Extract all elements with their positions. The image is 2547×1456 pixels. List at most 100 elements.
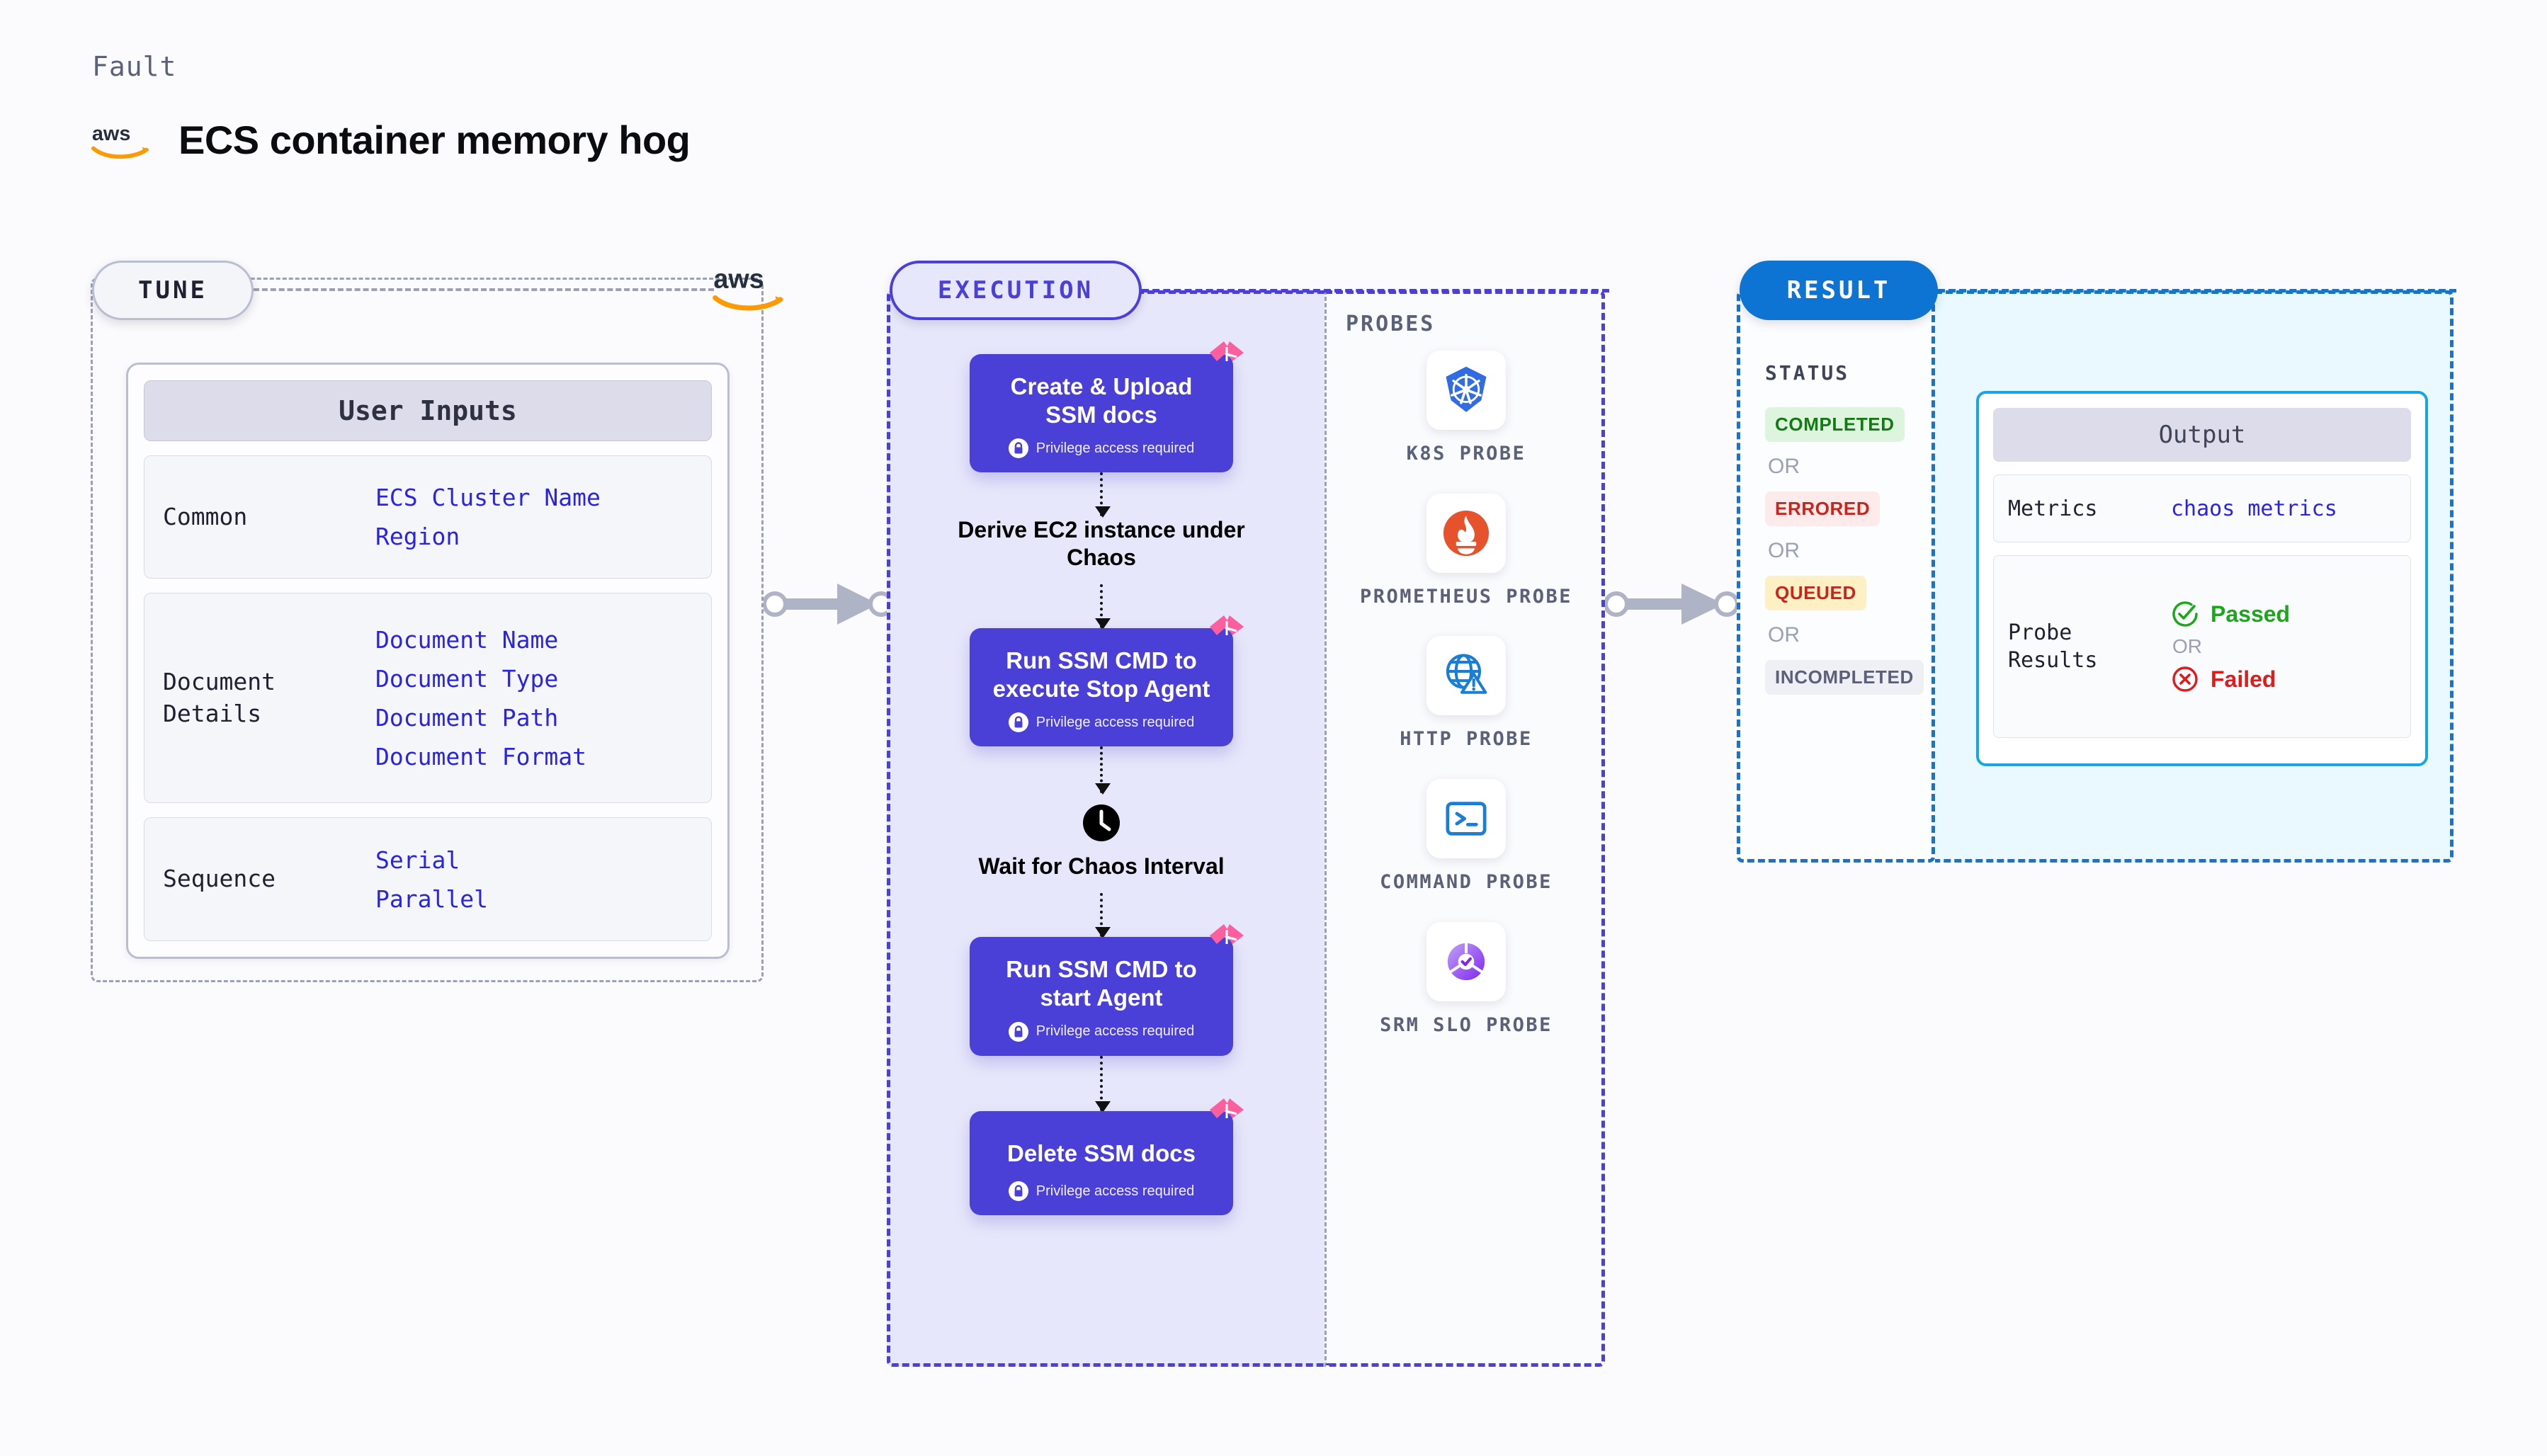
input-value[interactable]: Serial <box>375 846 460 874</box>
input-row-sequence: Sequence Serial Parallel <box>144 817 712 941</box>
probes-list: K8S PROBE PROMETHEUS PROBE <box>1346 351 1587 1037</box>
user-inputs-header: User Inputs <box>144 380 712 441</box>
output-row-metrics: Metrics chaos metrics <box>1993 474 2411 542</box>
input-value[interactable]: Document Format <box>375 742 587 770</box>
output-metrics-value[interactable]: chaos metrics <box>2171 496 2337 521</box>
flow-node-delete-ssm-docs[interactable]: Delete SSM docs Privilege access require… <box>970 1098 1244 1216</box>
tune-panel <box>91 278 764 982</box>
probe-label: PROMETHEUS PROBE <box>1359 585 1573 608</box>
srm-slo-icon <box>1426 921 1506 1001</box>
svg-text:aws: aws <box>713 263 764 293</box>
fault-flag-icon <box>1210 615 1244 636</box>
input-value[interactable]: Document Path <box>375 703 559 732</box>
clock-icon <box>1083 804 1120 842</box>
probe-item-srm-slo[interactable]: SRM SLO PROBE <box>1346 921 1587 1038</box>
probe-results-values: Passed OR Failed <box>2171 600 2290 693</box>
probe-item-command[interactable]: COMMAND PROBE <box>1346 778 1587 895</box>
page-kicker: Fault <box>92 51 177 82</box>
fault-flag-icon <box>1210 1098 1244 1118</box>
execution-flow: Create & Upload SSM docs Privilege acces… <box>949 341 1254 1216</box>
flow-node-run-ssm-stop-agent[interactable]: Run SSM CMD to execute Stop Agent Privil… <box>970 615 1244 747</box>
flow-node-title: Create & Upload SSM docs <box>1010 373 1193 428</box>
check-circle-icon <box>2172 601 2198 627</box>
execution-connector-line <box>1142 289 1609 292</box>
flow-node-title: Delete SSM docs <box>1007 1139 1196 1166</box>
privilege-note-text: Privilege access required <box>1036 1183 1195 1199</box>
status-badge-queued: QUEUED <box>1765 576 1866 610</box>
flow-connector <box>1095 472 1111 518</box>
probe-item-prometheus[interactable]: PROMETHEUS PROBE <box>1346 493 1587 610</box>
status-badge-completed: COMPLETED <box>1765 407 1905 442</box>
page-title: ECS container memory hog <box>178 118 691 162</box>
input-row-values: Serial Parallel <box>375 848 488 911</box>
input-value[interactable]: Region <box>375 523 460 551</box>
fault-flag-icon <box>1210 924 1244 945</box>
kubernetes-icon <box>1426 351 1506 430</box>
lock-icon <box>1008 1181 1028 1202</box>
status-or: OR <box>1768 455 1800 478</box>
input-value[interactable]: Document Name <box>375 625 559 654</box>
aws-logo-icon: aws <box>91 123 149 159</box>
result-pill: RESULT <box>1740 261 1938 320</box>
probe-item-http[interactable]: HTTP PROBE <box>1346 636 1587 752</box>
fault-flag-icon <box>1210 341 1244 361</box>
user-inputs-card: User Inputs Common ECS Cluster Name Regi… <box>126 363 730 959</box>
input-row-label: Document Details <box>163 668 276 727</box>
probe-label: COMMAND PROBE <box>1380 870 1553 893</box>
probe-result-passed: Passed <box>2171 600 2290 628</box>
probe-item-k8s[interactable]: K8S PROBE <box>1346 351 1587 467</box>
input-value[interactable]: Document Type <box>375 664 559 693</box>
output-row-label: Metrics <box>2008 496 2098 521</box>
flow-step-wait-for-chaos-interval: Wait for Chaos Interval <box>978 803 1225 880</box>
input-row-common: Common ECS Cluster Name Region <box>144 455 712 579</box>
probe-label: K8S PROBE <box>1406 443 1526 465</box>
status-badge-incompleted: INCOMPLETED <box>1765 660 1924 695</box>
flow-step-title: Wait for Chaos Interval <box>978 853 1225 880</box>
flow-node-privilege-note: Privilege access required <box>984 1021 1219 1042</box>
privilege-note-text: Privilege access required <box>1036 1023 1195 1040</box>
page-title-row: aws ECS container memory hog <box>91 117 691 163</box>
connector-execution-to-result <box>1605 584 1740 625</box>
input-row-document-details: Document Details Document Name Document … <box>144 593 712 804</box>
flow-connector <box>1095 746 1111 795</box>
probe-label: SRM SLO PROBE <box>1380 1013 1553 1036</box>
probe-result-failed-label: Failed <box>2211 666 2276 692</box>
output-card: Output Metrics chaos metrics Probe Resul… <box>1976 391 2428 766</box>
flow-connector <box>1095 1055 1111 1113</box>
input-value[interactable]: Parallel <box>375 885 488 913</box>
x-circle-icon <box>2172 666 2198 692</box>
lock-icon <box>1008 1021 1028 1042</box>
status-badge-errored: ERRORED <box>1765 491 1881 526</box>
svg-text:aws: aws <box>92 123 130 145</box>
input-value[interactable]: ECS Cluster Name <box>375 484 601 512</box>
probe-result-failed: Failed <box>2171 665 2290 693</box>
probe-result-or: OR <box>2172 635 2202 657</box>
flow-node-privilege-note: Privilege access required <box>984 438 1219 459</box>
input-row-values: Document Name Document Type Document Pat… <box>375 628 586 768</box>
flow-node-create-upload-ssm-docs[interactable]: Create & Upload SSM docs Privilege acces… <box>970 341 1244 473</box>
privilege-note-text: Privilege access required <box>1036 440 1195 456</box>
terminal-icon <box>1426 778 1506 858</box>
prometheus-icon <box>1426 493 1506 573</box>
tune-pill: TUNE <box>92 261 254 320</box>
input-row-label: Sequence <box>163 865 276 893</box>
input-row-label: Common <box>163 502 248 530</box>
flow-connector <box>1095 584 1111 630</box>
execution-pill: EXECUTION <box>890 261 1142 320</box>
status-or: OR <box>1768 623 1800 647</box>
status-or: OR <box>1768 539 1800 562</box>
output-row-probe-results: Probe Results Passed OR Failed <box>1993 555 2411 738</box>
status-column: STATUS COMPLETED OR ERRORED OR QUEUED OR… <box>1765 361 1924 695</box>
flow-node-privilege-note: Privilege access required <box>984 1181 1219 1202</box>
output-row-label: Probe Results <box>2008 620 2098 673</box>
flow-connector <box>1095 893 1111 939</box>
output-header: Output <box>1993 408 2411 462</box>
probes-title: PROBES <box>1346 312 1436 336</box>
tune-connector-line <box>254 288 714 291</box>
input-row-values: ECS Cluster Name Region <box>375 486 601 548</box>
aws-logo-icon: aws <box>713 263 784 311</box>
connector-tune-to-execution <box>764 584 894 625</box>
probe-result-passed-label: Passed <box>2211 601 2291 627</box>
flow-node-title: Run SSM CMD to start Agent <box>1006 956 1197 1011</box>
flow-node-run-ssm-start-agent[interactable]: Run SSM CMD to start Agent Privilege acc… <box>970 924 1244 1056</box>
